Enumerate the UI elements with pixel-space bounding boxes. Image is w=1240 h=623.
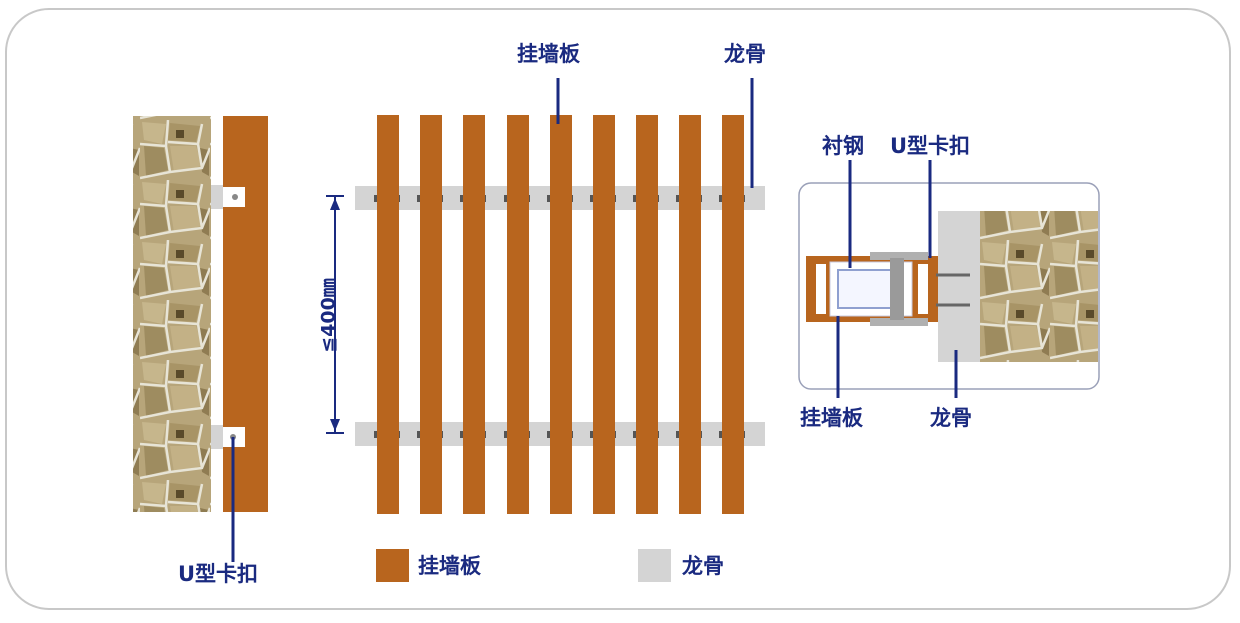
- legend-label-wall-panel: 挂墙板: [418, 554, 481, 578]
- stone-wall-section: [980, 211, 1098, 362]
- keel-label-top: 龙骨: [724, 42, 766, 66]
- u-clip-label-left: U型卡扣: [178, 562, 259, 586]
- wall-panel-strip: [463, 115, 485, 514]
- clip-mark: [374, 431, 378, 438]
- clip-mark: [460, 195, 464, 202]
- clip-mark: [590, 431, 594, 438]
- spacing-label: ≦400㎜: [317, 278, 340, 353]
- dimension-arrow-bottom: [330, 419, 340, 431]
- clip-mark: [374, 195, 378, 202]
- panel-cavity-right: [918, 264, 928, 314]
- clip-mark: [417, 195, 421, 202]
- wall-panel-side: [223, 116, 268, 512]
- keel-section: [938, 211, 980, 362]
- legend-swatch-wall-panel: [376, 549, 409, 582]
- wall-panel-strip: [722, 115, 744, 514]
- clip-mark: [504, 195, 508, 202]
- clip-mark: [633, 195, 637, 202]
- wall-panel-strip: [550, 115, 572, 514]
- wall-panel-strip: [420, 115, 442, 514]
- wall-panel-strip: [679, 115, 701, 514]
- stone-wall-side: [133, 116, 211, 512]
- lining-steel-label: 衬钢: [822, 134, 864, 158]
- u-clip-label-detail: U型卡扣: [890, 134, 971, 158]
- clip-mark: [676, 431, 680, 438]
- wall-panels: [377, 115, 744, 514]
- lining-steel: [837, 269, 899, 309]
- dimension-arrow-top: [330, 198, 340, 210]
- wall-panel-label-top: 挂墙板: [517, 42, 580, 66]
- legend-swatch-keel: [638, 549, 671, 582]
- wall-panel-strip: [593, 115, 615, 514]
- clip-mark: [590, 195, 594, 202]
- clip-mark: [460, 431, 464, 438]
- keel-label-detail: 龙骨: [930, 406, 972, 430]
- wall-panel-strip: [636, 115, 658, 514]
- clip-mark: [719, 195, 723, 202]
- wall-panel-strip: [377, 115, 399, 514]
- u-clip-bottom-arm: [870, 318, 928, 326]
- u-clip-bolt: [890, 258, 904, 320]
- clip-mark: [417, 431, 421, 438]
- clip-mark: [633, 431, 637, 438]
- clip-mark: [547, 195, 551, 202]
- clip-mark: [547, 431, 551, 438]
- clip-mark: [719, 431, 723, 438]
- u-clip-top-arm: [870, 252, 928, 260]
- wall-panel-label-detail: 挂墙板: [800, 406, 863, 430]
- clip-mark: [676, 195, 680, 202]
- wall-panel-strip: [507, 115, 529, 514]
- screw-upper: [232, 194, 238, 200]
- panel-cavity-left: [816, 264, 826, 314]
- legend-label-keel: 龙骨: [682, 554, 724, 578]
- clip-mark: [504, 431, 508, 438]
